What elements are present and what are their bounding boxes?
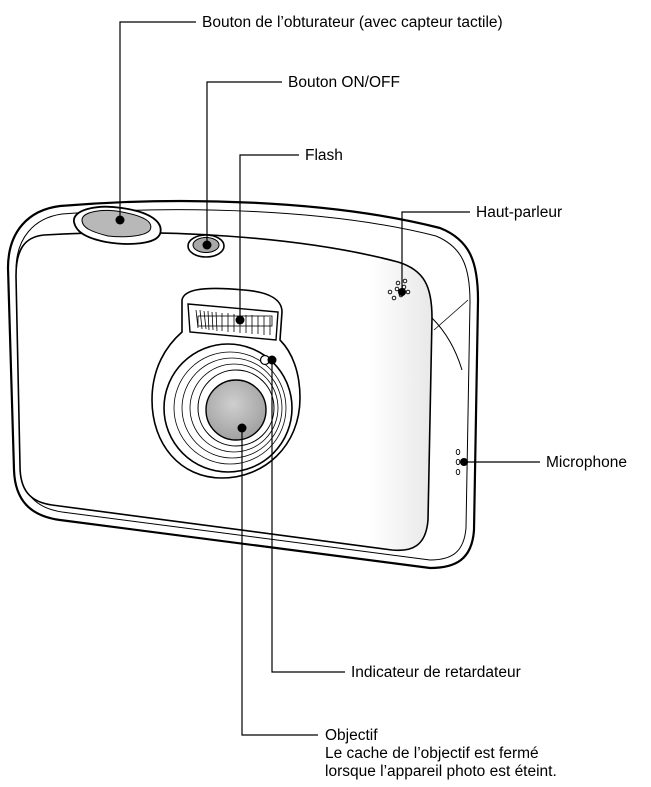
body-side-edge-2 <box>433 299 469 331</box>
callout-dot-flash <box>235 315 245 325</box>
callout-line-lens <box>241 428 318 736</box>
shutter-button-top <box>81 209 152 238</box>
label-microphone: Microphone <box>546 454 627 471</box>
microphone-holes <box>455 448 461 476</box>
callout-dot-shutter <box>115 215 125 225</box>
flash-tube <box>195 309 273 335</box>
lens-housing <box>151 287 301 479</box>
lens-ring-4 <box>189 363 279 453</box>
label-self-timer: Indicateur de retardateur <box>351 664 521 681</box>
body-side-edge <box>431 317 463 371</box>
callout-dot-microphone <box>460 458 468 466</box>
speaker-grille <box>387 278 411 301</box>
callout-dot-lens <box>237 423 247 433</box>
shutter-button <box>73 205 162 245</box>
callout-dot-self-timer <box>267 355 277 365</box>
callout-line-power <box>206 81 282 245</box>
lens-ring-5 <box>197 369 275 447</box>
callout-dots <box>115 215 468 466</box>
callout-line-self-timer <box>271 360 345 673</box>
label-lens-note-1: Le cache de l’objectif est fermé <box>325 745 539 762</box>
lens-ring-2 <box>173 351 287 465</box>
lens-ring-3 <box>181 357 283 459</box>
label-flash: Flash <box>305 147 343 164</box>
label-shutter: Bouton de l’obturateur (avec capteur tac… <box>202 14 503 31</box>
label-power: Bouton ON/OFF <box>288 74 400 91</box>
lens-cover <box>205 379 267 441</box>
label-speaker: Haut-parleur <box>476 204 562 221</box>
callout-line-flash <box>239 154 299 320</box>
callout-line-shutter <box>119 21 196 220</box>
callout-line-speaker <box>401 211 470 292</box>
flash-window <box>187 303 279 341</box>
label-lens-note-2: lorsque l’appareil photo est éteint. <box>325 763 557 780</box>
callout-dot-power <box>202 240 212 250</box>
label-lens-title: Objectif <box>325 727 378 744</box>
callout-labels: Bouton de l’obturateur (avec capteur tac… <box>202 14 627 780</box>
callout-lines <box>119 21 540 736</box>
callout-dot-speaker <box>398 288 406 296</box>
